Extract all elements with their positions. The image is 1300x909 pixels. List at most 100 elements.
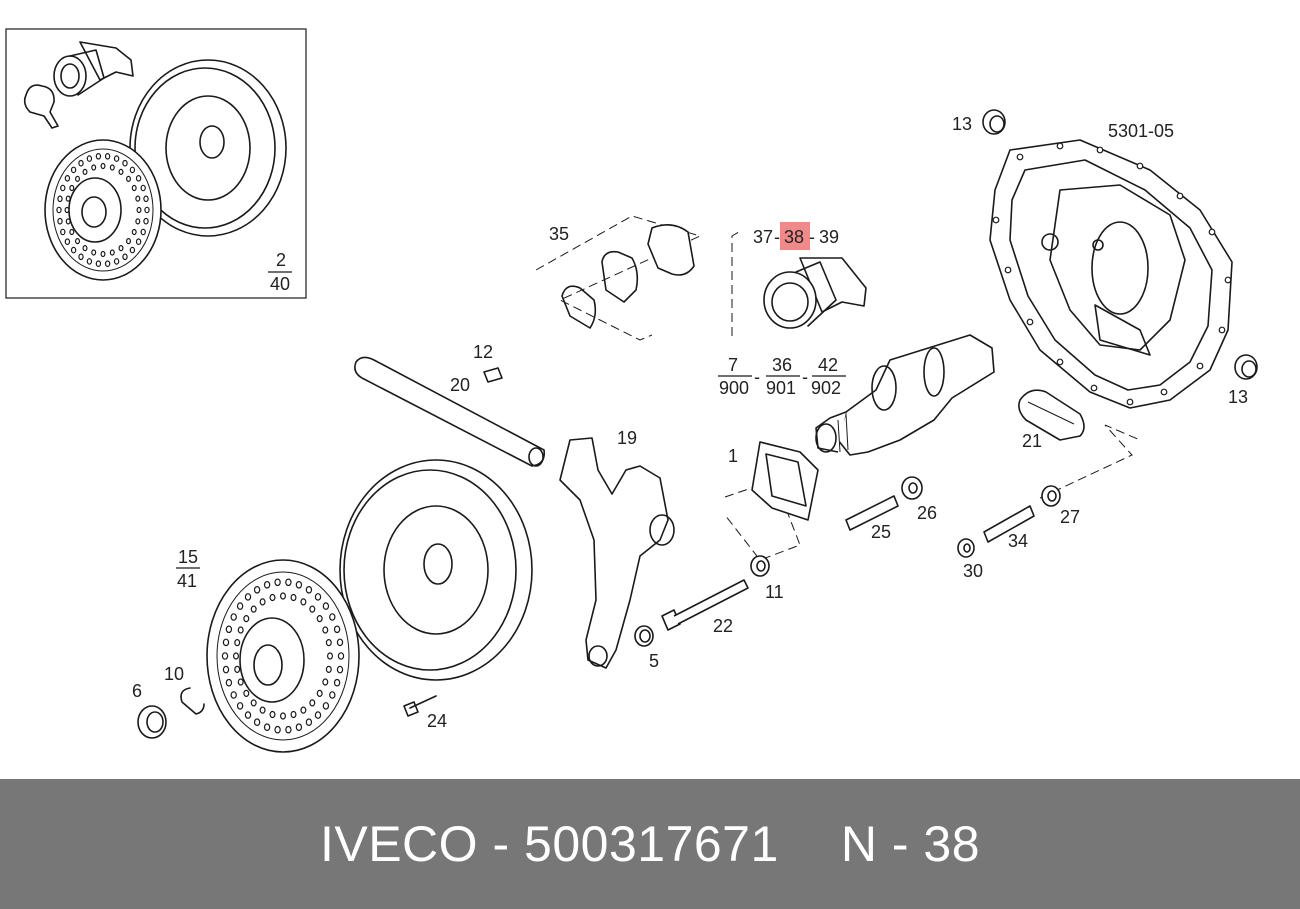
disc-hole [135,238,142,246]
disc-hole [333,625,341,634]
disc-hole [233,652,240,660]
disc-hole [230,613,237,621]
disc-hole [69,184,75,192]
disc-hole [225,678,233,687]
disc-hole [316,689,323,698]
release-bearing-38 [763,257,867,329]
disc-hole [322,626,329,634]
callout-20: 20 [450,375,470,395]
disc-hole [143,195,149,203]
disc-hole [78,253,84,261]
callout-12: 12 [473,342,493,362]
svg-text:-: - [809,227,815,247]
disc-hole [70,246,77,254]
housing-bolt-hole [1208,228,1216,236]
disc-hole [333,678,341,687]
disc-hole [74,175,80,182]
disc-hole [336,638,344,647]
housing-bolt-hole [1196,362,1204,370]
svg-text:-: - [774,227,780,247]
disc-hole [309,605,316,613]
disc-hole [64,238,71,246]
disc-hole [280,712,287,720]
footer-position-label: N [840,816,878,872]
disc-hole [300,706,307,714]
disc-hole [274,725,281,734]
housing-bolt-hole [1004,266,1012,274]
plug-13-top [982,109,1006,135]
disc-hole [113,258,120,265]
svg-text:-: - [754,367,760,387]
disc-hole [336,665,344,674]
disc-hole [91,164,97,171]
disc-hole [327,652,334,660]
stud-25 [845,495,899,531]
disc-hole [263,723,271,732]
disc-hole [113,155,120,162]
spring-clips-35 [561,224,695,329]
disc-hole [305,585,313,594]
disc-hole [140,228,146,236]
footer-position-value: 38 [923,816,981,872]
housing-bolt-hole [1160,388,1168,396]
disc-hole [70,166,77,174]
housing-bolt-hole [1056,358,1064,366]
disc-hole [295,580,303,589]
housing-bolt-hole [1026,318,1034,326]
callout-5: 5 [649,651,659,671]
footer-separator-2: - [891,816,909,872]
bushing-12 [483,367,503,383]
disc-hole [222,638,230,647]
disc-hole [322,678,329,686]
disc-hole [118,168,124,175]
callout-6: 6 [132,681,142,701]
fraction-lines [176,375,846,569]
disc-hole [64,175,71,182]
circlip-10 [180,687,205,715]
callout-902: 902 [811,378,841,398]
disc-hole [60,184,66,192]
disc-hole [322,702,330,710]
callout-21: 21 [1022,431,1042,451]
disc-hole [221,652,229,660]
stud-34 [983,505,1035,543]
disc-hole [65,195,71,202]
bolt-24 [403,695,437,717]
disc-hole [314,711,322,719]
disc-hole [140,184,146,192]
callout-1: 1 [728,446,738,466]
disc-hole [143,217,149,225]
disc-hole [104,260,111,268]
pressure-plate [339,459,533,681]
disc-hole [225,625,233,634]
disc-hole [57,195,63,203]
disc-hole [125,175,131,182]
callout-15: 15 [178,547,198,567]
highlight-38 [780,222,810,250]
disc-hole [237,678,244,686]
disc-hole [250,699,257,707]
group-code: 5301-05 [1108,121,1174,141]
disc-hole [129,166,136,174]
disc-hole [109,164,115,171]
callout-24: 24 [427,711,447,731]
disc-hole [322,602,330,610]
callout-19: 19 [617,428,637,448]
disc-hole [95,153,102,160]
housing-bolt-hole [1090,384,1098,392]
disc-hole [144,206,150,214]
disc-hole [86,258,93,265]
disc-hole [82,168,88,175]
disc-hole [290,710,297,719]
disc-hole [129,246,136,254]
disc-hole [305,718,313,727]
disc-hole [314,593,322,601]
callout-11: 11 [765,582,784,602]
disc-hole [263,580,271,589]
disc-hole [253,585,261,594]
callout-901: 901 [766,378,796,398]
footer-separator-1: - [492,816,510,872]
callout-22: 22 [713,616,733,636]
disc-hole [285,725,292,734]
disc-hole [259,598,266,606]
